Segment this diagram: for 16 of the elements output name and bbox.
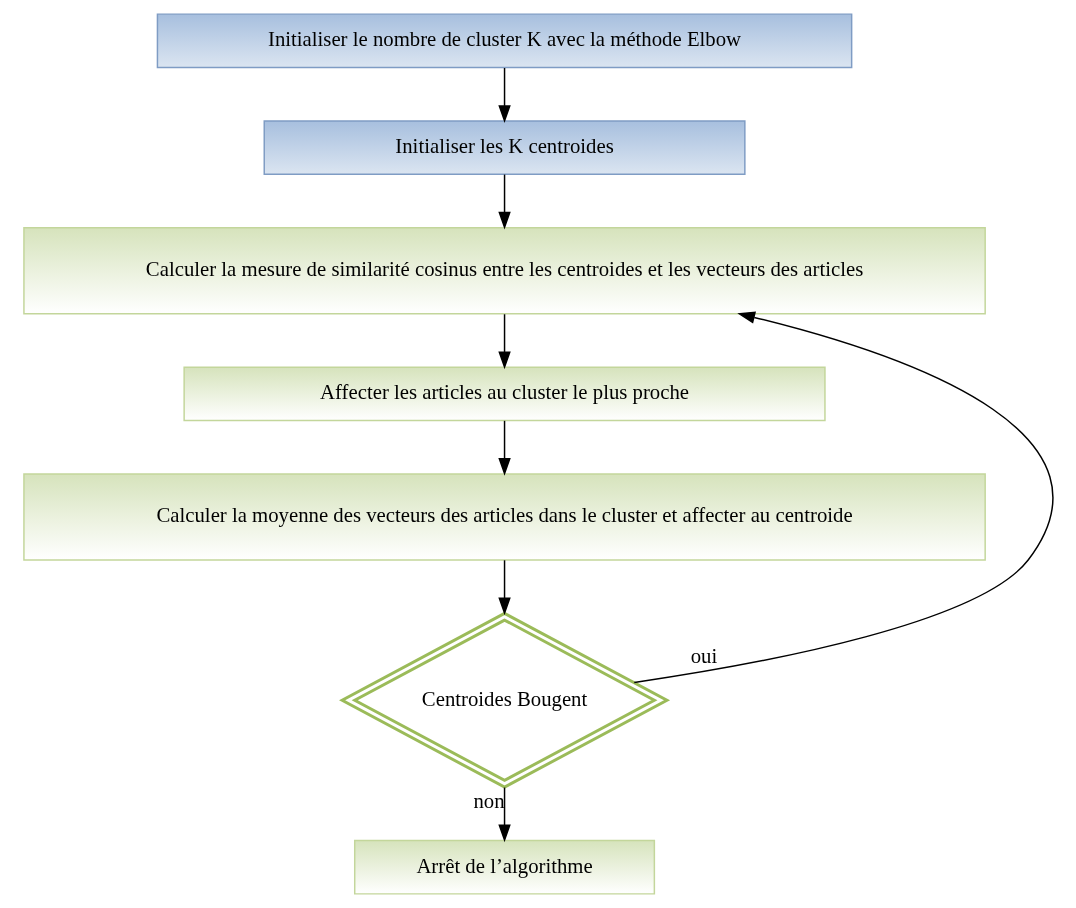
node-box: Arrêt de l’algorithme (353, 839, 655, 895)
arrow (497, 420, 511, 476)
arrow (497, 559, 511, 616)
node-box: Calculer la mesure de similarité cosinus entre les centroides et les vecteurs des articles (22, 227, 986, 315)
node-box: Affecter les articles au cluster le plus proche (182, 366, 826, 422)
arrow (497, 173, 511, 230)
node-box: Initialiser les K centroides (263, 120, 746, 176)
edge-label: oui (690, 645, 717, 668)
node-box: Calculer la moyenne des vecteurs des articles dans le cluster et affecter au centroide (22, 473, 986, 561)
arrow (633, 311, 1053, 684)
node-box: Initialiser le nombre de cluster K avec la méthode Elbow (156, 13, 852, 69)
arrow (497, 786, 511, 843)
arrow (497, 67, 511, 123)
edge-label: non (472, 790, 505, 813)
node-diamond: Centroides Bougent (338, 611, 670, 789)
arrow (497, 313, 511, 370)
